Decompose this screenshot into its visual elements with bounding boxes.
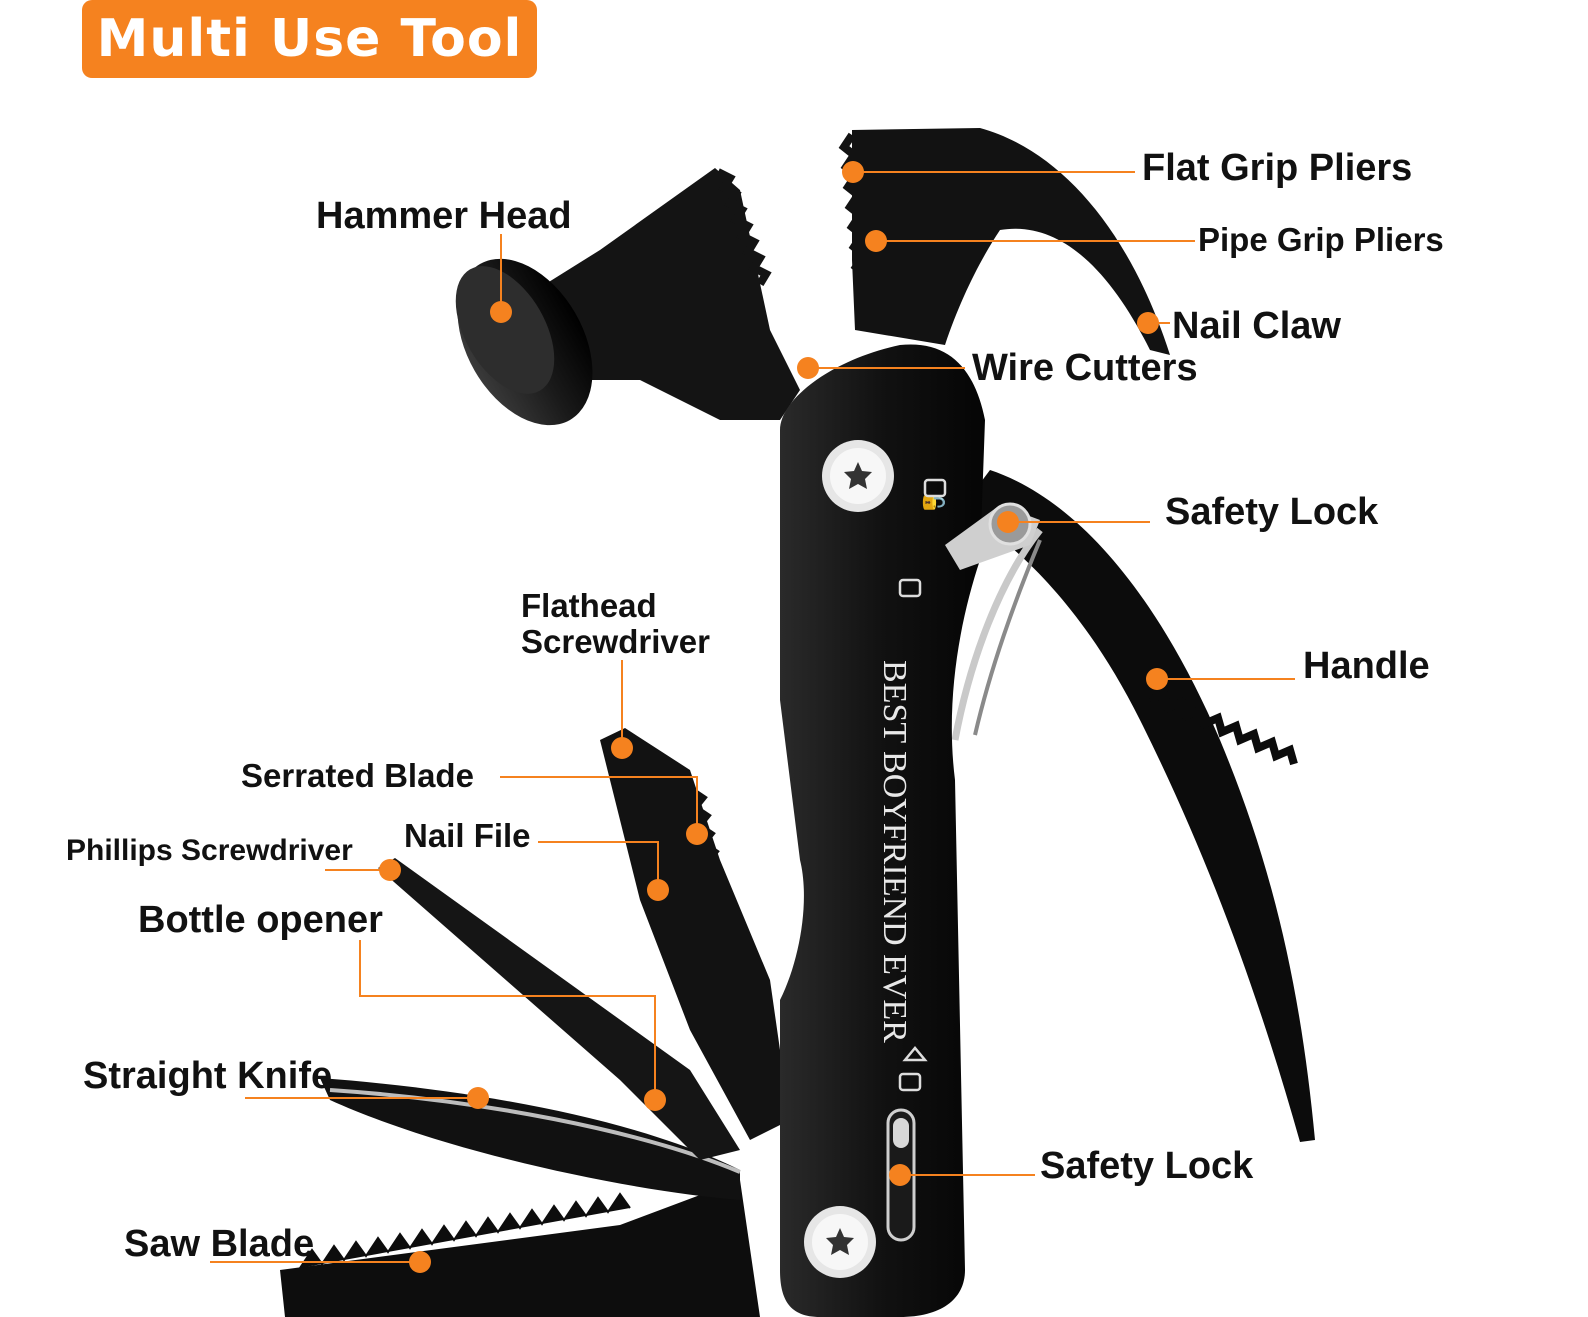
carabiner-shape	[951, 527, 1043, 741]
label-pipe-grip-pliers: Pipe Grip Pliers	[1198, 221, 1444, 258]
lock-symbol-top	[923, 478, 947, 498]
label-safety-lock-top: Safety Lock	[1165, 491, 1379, 533]
straight-knife-shape	[320, 1078, 740, 1200]
label-handle: Handle	[1303, 645, 1430, 687]
label-flat-grip-pliers: Flat Grip Pliers	[1142, 147, 1413, 189]
nail-file-shape	[600, 728, 790, 1140]
lock-symbol-bottom	[898, 1046, 928, 1092]
label-flathead-screwdriver-line2: Screwdriver	[521, 623, 710, 660]
label-flathead-screwdriver-line1: Flathead	[521, 587, 657, 624]
saw-blade-shape	[280, 1180, 760, 1317]
label-saw-blade: Saw Blade	[124, 1223, 315, 1265]
label-phillips-screwdriver: Phillips Screwdriver	[66, 834, 353, 867]
leader-lines	[210, 171, 1295, 1263]
label-serrated-blade: Serrated Blade	[241, 757, 474, 794]
title-badge: Multi Use Tool	[82, 0, 537, 78]
pliers-jaws-shape	[852, 128, 1170, 355]
label-bottle-opener: Bottle opener	[138, 899, 383, 941]
top-screw	[822, 440, 894, 512]
label-nail-claw: Nail Claw	[1172, 305, 1341, 347]
label-safety-lock-bottom: Safety Lock	[1040, 1145, 1254, 1187]
main-body-shape	[780, 344, 985, 1317]
lock-symbol-mid	[898, 578, 922, 598]
label-hammer-head: Hammer Head	[316, 195, 572, 237]
saw-teeth	[299, 1192, 631, 1269]
label-straight-knife: Straight Knife	[83, 1055, 333, 1097]
phillips-screwdriver-shape	[378, 858, 740, 1160]
engraving-text: BEST BOYFRIEND EVER	[876, 660, 913, 1043]
label-nail-file: Nail File	[404, 817, 531, 854]
bottom-screw	[804, 1206, 876, 1278]
label-wire-cutters: Wire Cutters	[972, 347, 1198, 389]
handle-shape	[960, 470, 1315, 1142]
callout-dots	[379, 161, 1168, 1273]
